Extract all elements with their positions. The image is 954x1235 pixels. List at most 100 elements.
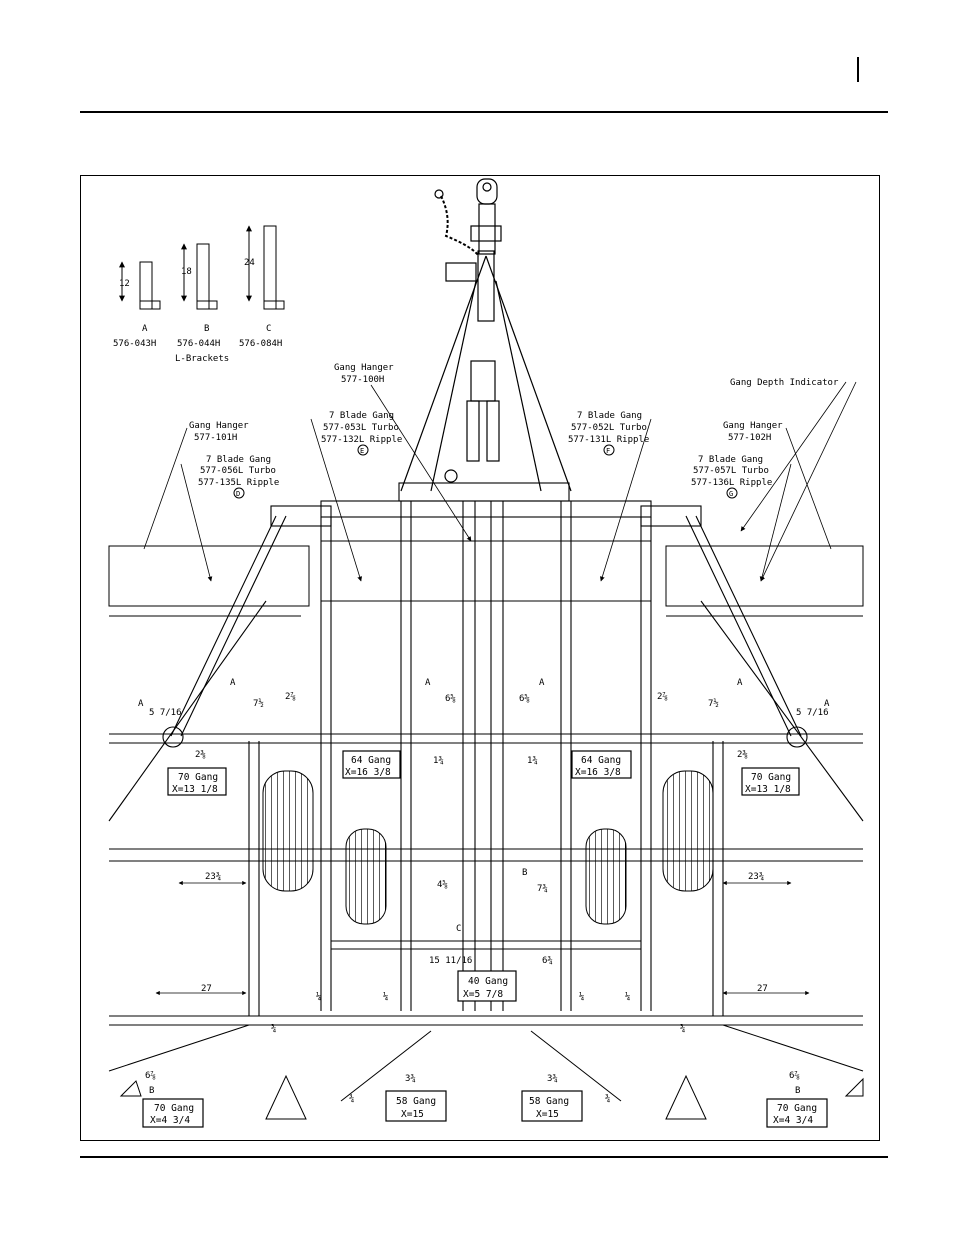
label-a-2: A — [138, 699, 144, 709]
dim-5-7-16b: 5 7/16 — [796, 708, 829, 718]
box-70-right-upper-l1: 70 Gang — [751, 772, 791, 783]
dim-2-7-8b: 2⅞ — [657, 692, 668, 702]
dim-6-3-4: 6¾ — [542, 956, 553, 966]
dim-1-4d: ¼ — [625, 992, 630, 1002]
gang-g-l1: 7 Blade Gang — [698, 455, 763, 465]
bracket-c-part: 576-084H — [239, 339, 282, 349]
dim-5-7-16a: 5 7/16 — [149, 708, 182, 718]
bracket-a-dim: 12 — [119, 279, 130, 289]
main-frame — [108, 482, 864, 1026]
gang-g-l3: 577-136L Ripple — [691, 478, 772, 488]
dim-6-7-8b: 6⅞ — [789, 1071, 800, 1081]
dim-1-4c: ¼ — [579, 992, 584, 1002]
gang-d-l1: 7 Blade Gang — [206, 455, 271, 465]
gang-f-letter: F — [606, 447, 610, 455]
label-a-5: A — [737, 678, 743, 688]
box-40-center-l1: 40 Gang — [468, 976, 508, 987]
gang-e-l3: 577-132L Ripple — [321, 435, 402, 445]
dim-1-3-4a: 1¾ — [433, 756, 444, 766]
bracket-c-letter: C — [266, 324, 271, 334]
dim-7-1-2b: 7½ — [708, 698, 719, 709]
box-58-right-l1: 58 Gang — [529, 1096, 569, 1107]
label-c: C — [456, 924, 461, 934]
box-70-right-upper-l2: X=13 1/8 — [745, 784, 791, 795]
box-58-right-l2: X=15 — [536, 1109, 559, 1120]
gang-g-letter: G — [729, 490, 733, 498]
gang-hanger-left-l1: Gang Hanger — [189, 421, 249, 431]
box-64-right-l2: X=16 3/8 — [575, 767, 621, 778]
gang-layout-diagram: 12 18 24 A B C 576-043H 576-044H 576-084… — [108, 178, 864, 1128]
gang-g-l2: 577-057L Turbo — [693, 466, 769, 476]
gang-d-l3: 577-135L Ripple — [198, 478, 279, 488]
box-58-left-l2: X=15 — [401, 1109, 424, 1120]
label-b-3: B — [795, 1086, 800, 1096]
dim-3-3-4a: 3¾ — [405, 1074, 416, 1084]
gang-e-l1: 7 Blade Gang — [329, 411, 394, 421]
dim-7-3-4: 7¾ — [537, 884, 548, 894]
label-a-6: A — [824, 699, 830, 709]
dim-6-7-8a: 6⅞ — [145, 1071, 156, 1081]
dim-4-5-8: 4⅝ — [437, 880, 448, 890]
leader-lines — [143, 381, 857, 582]
bracket-b-letter: B — [204, 324, 209, 334]
label-b-2: B — [149, 1086, 154, 1096]
gang-e-l2: 577-053L Turbo — [323, 423, 399, 433]
dim-2-7-8a: 2⅞ — [285, 692, 296, 702]
gang-d-l2: 577-056L Turbo — [200, 466, 276, 476]
box-64-left-l1: 64 Gang — [351, 755, 391, 766]
bracket-a-part: 576-043H — [113, 339, 156, 349]
dim-3-4d: ¾ — [605, 1094, 610, 1104]
gang-hanger-center-l1: Gang Hanger — [334, 363, 394, 373]
dim-27-left: 27 — [201, 984, 212, 994]
box-64-left-l2: X=16 3/8 — [345, 767, 391, 778]
gang-hanger-right-l1: Gang Hanger — [723, 421, 783, 431]
dim-2-3-8b: 2⅜ — [737, 750, 748, 760]
header-tick — [857, 57, 859, 82]
gang-e-letter: E — [360, 447, 364, 455]
dim-1-3-4b: 1¾ — [527, 756, 538, 766]
dimension-lines — [155, 880, 810, 996]
footer-rule — [80, 1156, 888, 1158]
label-a-4: A — [539, 678, 545, 688]
dim-27-right: 27 — [757, 984, 768, 994]
bracket-b-dim: 18 — [181, 267, 192, 277]
box-64-right-l1: 64 Gang — [581, 755, 621, 766]
dim-3-4a: ¾ — [271, 1024, 276, 1034]
box-70-left-lower-l2: X=4 3/4 — [150, 1115, 190, 1126]
box-70-left-lower-l1: 70 Gang — [154, 1103, 194, 1114]
label-a-3: A — [425, 678, 431, 688]
l-bracket-drawings — [119, 225, 285, 310]
front-gang-rows — [108, 540, 864, 617]
bracket-c-dim: 24 — [244, 258, 255, 268]
callout-labels: Gang Hanger 577-100H Gang Depth Indicato… — [189, 363, 839, 499]
gang-d-letter: D — [236, 490, 240, 498]
dim-3-3-4b: 3¾ — [547, 1074, 558, 1084]
dim-6-5-8b: 6⅝ — [519, 694, 530, 704]
dim-23-right: 23¾ — [748, 872, 764, 882]
brackets-caption: L-Brackets — [175, 354, 229, 364]
gang-f-l2: 577-052L Turbo — [571, 423, 647, 433]
gang-hanger-left-l2: 577-101H — [194, 433, 237, 443]
label-a-1: A — [230, 678, 236, 688]
header-rule — [80, 111, 888, 113]
box-70-right-lower-l2: X=4 3/4 — [773, 1115, 813, 1126]
dim-1-4a: ¼ — [316, 992, 321, 1002]
gang-hanger-center-l2: 577-100H — [341, 375, 384, 385]
dim-2-3-8a: 2⅜ — [195, 750, 206, 760]
hitch-assembly — [400, 178, 572, 492]
box-40-center-l2: X=5 7/8 — [463, 989, 503, 1000]
diagram-frame: 12 18 24 A B C 576-043H 576-044H 576-084… — [80, 175, 880, 1141]
gang-f-l1: 7 Blade Gang — [577, 411, 642, 421]
label-b-1: B — [522, 868, 527, 878]
gang-hanger-right-l2: 577-102H — [728, 433, 771, 443]
gang-depth-label: Gang Depth Indicator — [730, 378, 839, 388]
box-70-right-lower-l1: 70 Gang — [777, 1103, 817, 1114]
dim-3-4c: ¾ — [349, 1094, 354, 1104]
dim-15-11-16: 15 11/16 — [429, 956, 472, 966]
box-70-left-upper-l2: X=13 1/8 — [172, 784, 218, 795]
gang-f-l3: 577-131L Ripple — [568, 435, 649, 445]
dim-7-1-2a: 7½ — [253, 698, 264, 709]
box-70-left-upper-l1: 70 Gang — [178, 772, 218, 783]
box-58-left-l1: 58 Gang — [396, 1096, 436, 1107]
bracket-a-letter: A — [142, 324, 148, 334]
